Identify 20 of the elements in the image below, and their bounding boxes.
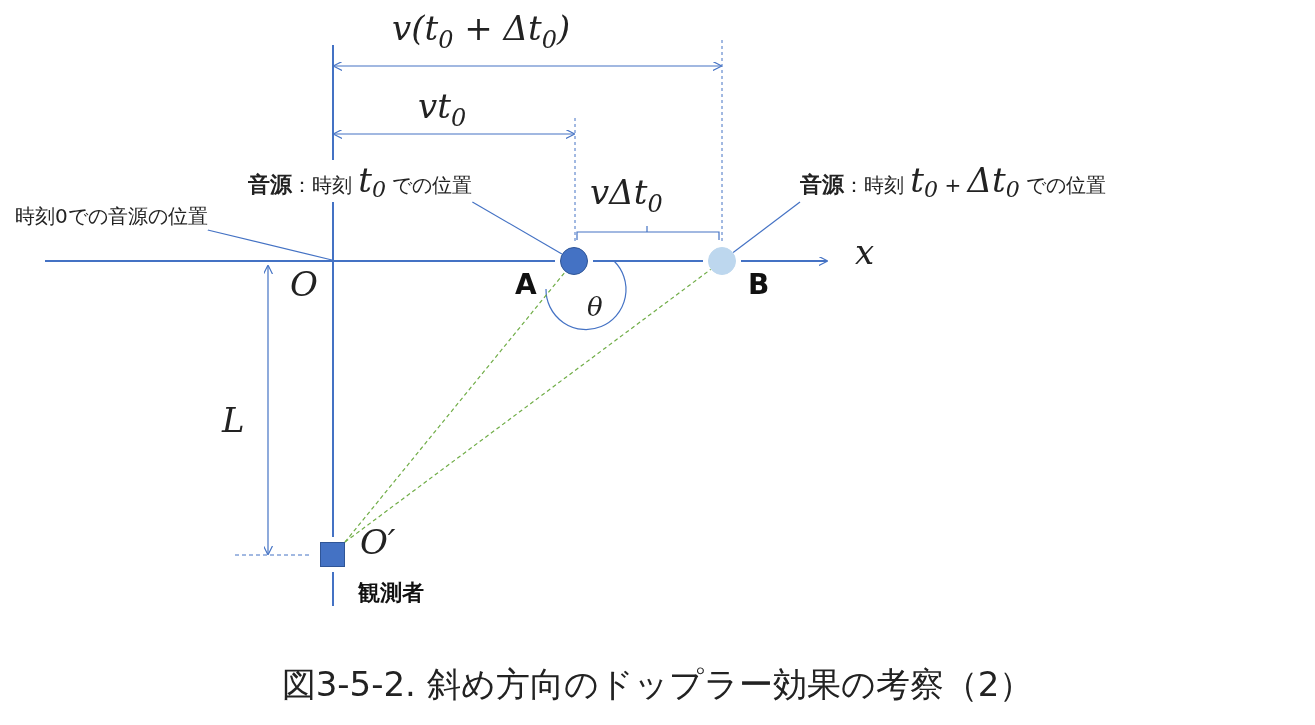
point-label: B bbox=[748, 268, 770, 301]
sight-line bbox=[344, 271, 566, 543]
annotation-text: 時刻0での音源の位置 bbox=[15, 203, 208, 230]
axis-label: x bbox=[855, 232, 875, 272]
point-label: A bbox=[515, 268, 537, 301]
dimension-label: L bbox=[222, 400, 245, 440]
sound-source-dot bbox=[560, 247, 588, 275]
origin-label: O bbox=[290, 264, 318, 304]
dimension-label: vt$_{0}$ bbox=[418, 86, 467, 132]
observer-label: 観測者 bbox=[358, 579, 424, 607]
point-label: O′ bbox=[360, 522, 396, 562]
dimension-label: vΔt$_{0}$ bbox=[590, 172, 663, 218]
observer-square bbox=[320, 542, 345, 567]
sound-source-dot bbox=[708, 247, 736, 275]
leader-line bbox=[732, 201, 801, 254]
angle-label: θ bbox=[587, 292, 603, 322]
dimension-label: v(t$_{0}$ + Δt$_{0}$) bbox=[392, 8, 571, 54]
leader-line bbox=[471, 201, 563, 255]
annotation-text: 音源：時刻 t$_{0}$ での位置 bbox=[248, 160, 473, 202]
leader-line bbox=[207, 229, 333, 261]
